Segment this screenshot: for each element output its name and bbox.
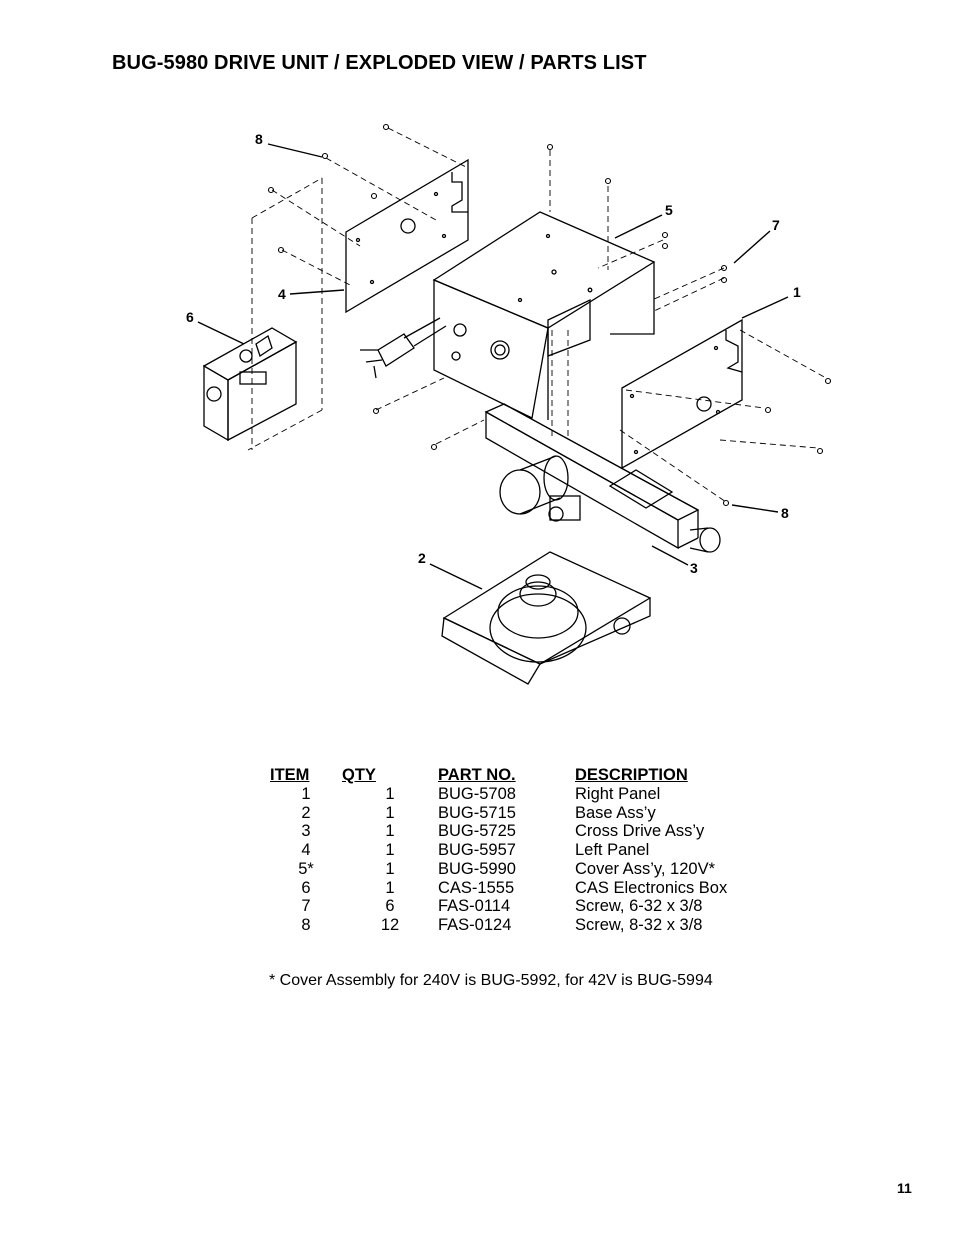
row-part-no: BUG-5715 — [438, 803, 516, 822]
row-qty: 1 — [385, 841, 395, 860]
table-row: 3 1 BUG-5725 Cross Drive Ass’y — [270, 822, 775, 841]
row-item: 5* — [298, 859, 314, 878]
callout-3: 3 — [690, 560, 698, 576]
screws — [267, 123, 832, 507]
callout-5: 5 — [665, 202, 673, 218]
row-part-no: BUG-5725 — [438, 822, 516, 841]
row-part-no: FAS-0114 — [438, 897, 511, 916]
table-row: 7 6 FAS-0114 Screw, 6-32 x 3/8 — [270, 897, 775, 916]
row-item: 3 — [301, 822, 311, 841]
footnote: * Cover Assembly for 240V is BUG-5992, f… — [269, 972, 713, 989]
table-row: 2 1 BUG-5715 Base Ass’y — [270, 804, 775, 823]
row-part-no: BUG-5957 — [438, 841, 516, 860]
page-number: 11 — [897, 1180, 912, 1196]
callout-4: 4 — [278, 286, 286, 302]
row-description: Screw, 6-32 x 3/8 — [575, 897, 703, 916]
callout-1: 1 — [793, 284, 801, 300]
callout-6: 6 — [186, 309, 194, 325]
table-row: 4 1 BUG-5957 Left Panel — [270, 841, 775, 860]
row-item: 6 — [301, 878, 311, 897]
row-description: Screw, 8-32 x 3/8 — [575, 915, 703, 934]
exploded-view-diagram: 1 2 3 4 5 6 7 8 8 — [186, 123, 832, 685]
row-item: 1 — [301, 785, 311, 803]
table-row: 1 1 BUG-5708 Right Panel — [270, 785, 775, 804]
row-description: Left Panel — [575, 841, 650, 860]
leader-lines — [197, 143, 789, 590]
left-panel — [345, 158, 469, 314]
callout-7: 7 — [772, 217, 780, 233]
electronics-box — [202, 327, 298, 442]
table-row: 8 12 FAS-0124 Screw, 8-32 x 3/8 — [270, 916, 775, 935]
row-qty: 1 — [385, 878, 395, 897]
header-description: DESCRIPTION — [575, 765, 688, 784]
table-row: 6 1 CAS-1555 CAS Electronics Box — [270, 879, 775, 898]
row-description: Cross Drive Ass’y — [575, 822, 705, 841]
row-item: 2 — [301, 803, 311, 822]
row-description: Base Ass’y — [575, 803, 656, 822]
row-part-no: BUG-5990 — [438, 859, 516, 878]
table-row: 5* 1 BUG-5990 Cover Ass’y, 120V* — [270, 860, 775, 879]
row-part-no: FAS-0124 — [438, 915, 512, 934]
right-panel — [621, 318, 743, 470]
cover-assembly — [432, 211, 656, 420]
cross-drive-assembly — [484, 403, 721, 553]
table-header-row: ITEM QTY PART NO. DESCRIPTION — [270, 765, 775, 785]
row-item: 8 — [301, 915, 311, 934]
power-cord — [360, 317, 447, 379]
row-qty: 1 — [385, 803, 395, 822]
row-part-no: CAS-1555 — [438, 878, 515, 897]
row-qty: 1 — [385, 822, 395, 841]
callout-2: 2 — [418, 550, 426, 566]
row-description: Right Panel — [575, 785, 661, 803]
page-title: BUG-5980 DRIVE UNIT / EXPLODED VIEW / PA… — [112, 52, 647, 74]
header-part-no: PART NO. — [438, 765, 516, 784]
callout-8-bottom: 8 — [781, 505, 789, 521]
row-description: Cover Ass’y, 120V* — [575, 859, 716, 878]
base-assembly — [441, 551, 652, 685]
assembly-lines — [247, 127, 827, 503]
row-qty: 12 — [380, 915, 400, 934]
header-item: ITEM — [270, 765, 310, 784]
row-description: CAS Electronics Box — [575, 878, 728, 897]
header-qty: QTY — [342, 765, 376, 784]
row-part-no: BUG-5708 — [438, 785, 516, 803]
row-qty: 1 — [385, 859, 395, 878]
row-qty: 1 — [385, 785, 395, 803]
row-item: 4 — [301, 841, 311, 860]
row-item: 7 — [301, 897, 311, 916]
callout-8-top: 8 — [255, 131, 263, 147]
parts-list-table: ITEM QTY PART NO. DESCRIPTION 1 1 BUG-57… — [270, 765, 775, 935]
row-qty: 6 — [385, 897, 395, 916]
